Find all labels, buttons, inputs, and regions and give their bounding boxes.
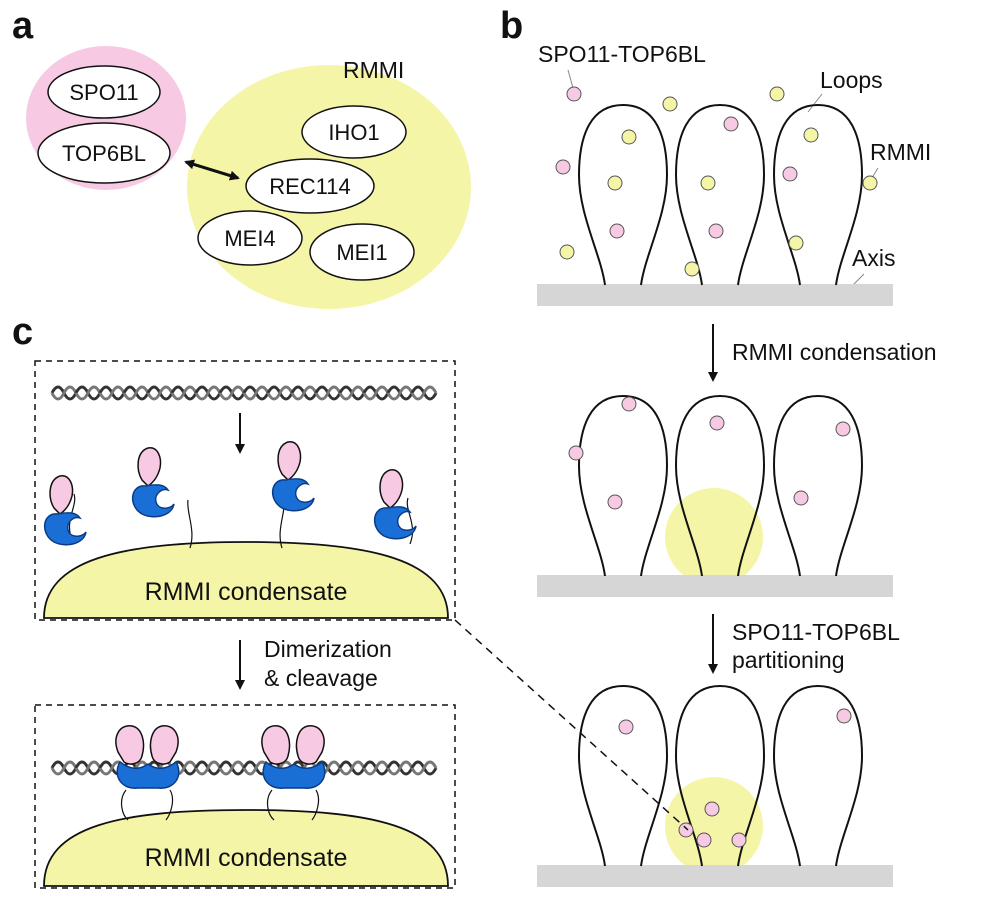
dna-helix-top — [50, 385, 438, 401]
spo11-top6bl-label: SPO11-TOP6BL — [538, 41, 706, 67]
step-partitioning-line1: SPO11-TOP6BL — [732, 619, 900, 645]
spo11-top6bl-dimers-bottom — [115, 725, 326, 821]
axis-bar-2 — [537, 575, 893, 597]
pink-particles-1 — [555, 86, 798, 239]
mei1-label: MEI1 — [336, 240, 387, 265]
mei1-oval — [309, 223, 415, 281]
step-dimerization-line2: & cleavage — [264, 665, 378, 691]
mei4-label: MEI4 — [224, 226, 275, 251]
rmmi-label: RMMI — [343, 57, 404, 83]
condensate-blob-2 — [665, 488, 763, 586]
dna-helix-bottom — [50, 760, 438, 776]
rec114-oval — [245, 158, 375, 214]
spo11-top6bl-units-top — [43, 441, 417, 549]
loops-leader-line — [807, 93, 823, 113]
rec114-label: REC114 — [269, 174, 351, 199]
zoom-box-top — [34, 360, 456, 621]
top6bl-label: TOP6BL — [62, 141, 146, 166]
iho1-oval — [301, 105, 407, 159]
top6bl-oval — [37, 122, 171, 184]
spo11-leader-line — [567, 69, 574, 89]
rmmi-condensate-top — [43, 541, 449, 619]
axis-bar-3 — [537, 865, 893, 887]
step-rmmi-condensation: RMMI condensation — [732, 339, 937, 365]
pink-particles-3 — [618, 708, 852, 848]
pink-particles-2 — [568, 396, 851, 510]
spo11-label: SPO11 — [69, 80, 138, 105]
interaction-arrow-reverse — [184, 159, 239, 180]
axis-bar-1 — [537, 284, 893, 306]
zoom-box-bottom — [34, 704, 456, 889]
mei4-oval — [197, 210, 303, 266]
rmmi-condensate-bottom — [43, 809, 449, 887]
step-partitioning-line2: partitioning — [732, 647, 845, 673]
condensate-blob-3 — [665, 777, 763, 875]
rmmi-condensate-label-top: RMMI condensate — [145, 578, 348, 606]
rmmi-condensate-label-bottom: RMMI condensate — [145, 844, 348, 872]
spo11-oval — [47, 65, 161, 119]
panel-letter-b: b — [500, 5, 523, 47]
yellow-particles-1 — [559, 86, 878, 277]
panel-letter-a: a — [12, 5, 34, 47]
step-dimerization-line1: Dimerization — [264, 636, 392, 662]
zoom-connector-line — [454, 619, 689, 831]
loops-label: Loops — [820, 67, 883, 93]
iho1-label: IHO1 — [328, 120, 379, 145]
rmmi-particle-label: RMMI — [870, 139, 931, 165]
axis-label: Axis — [852, 245, 895, 271]
chromatin-loops-1 — [578, 104, 863, 286]
panel-letter-c: c — [12, 311, 33, 353]
